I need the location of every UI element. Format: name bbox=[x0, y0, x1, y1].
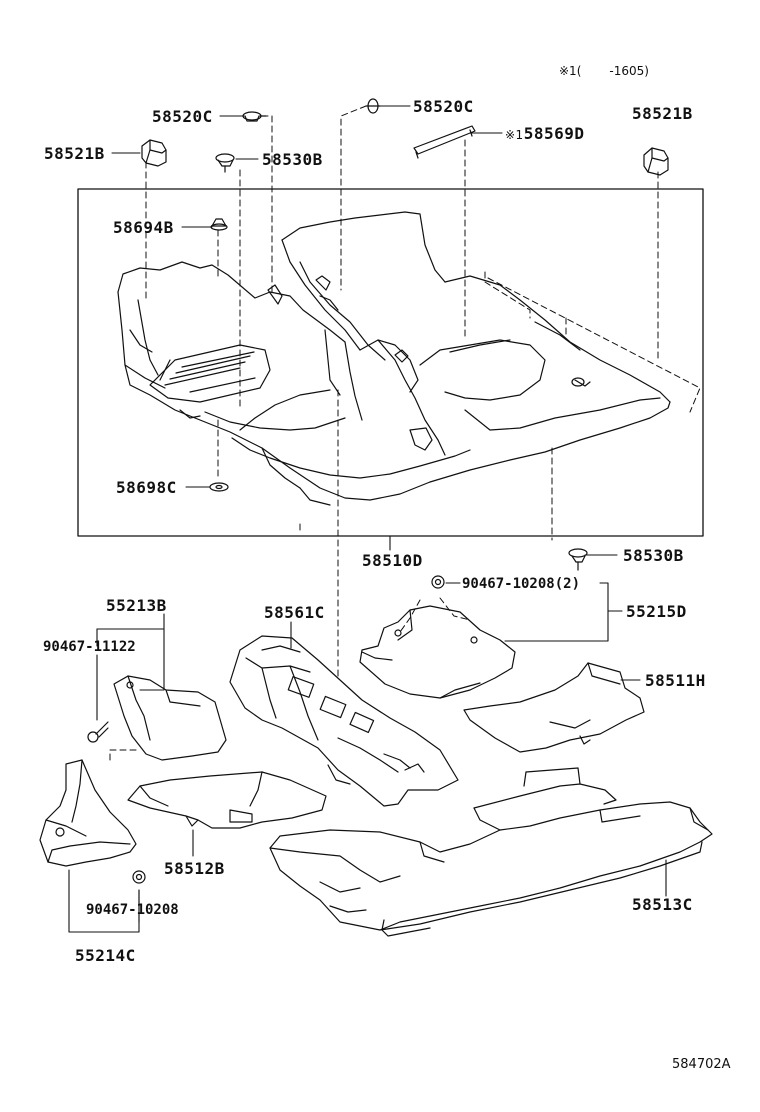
label-90467-10208[interactable]: 90467-10208 bbox=[86, 902, 179, 918]
clip-58530B-bottom bbox=[569, 549, 587, 570]
insulator-55215D bbox=[360, 606, 515, 698]
label-58569D-code: 58569D bbox=[523, 124, 585, 143]
clip-58698C bbox=[210, 483, 228, 491]
clip-58521B-left bbox=[142, 140, 166, 166]
console-carpet-58561C bbox=[230, 636, 458, 806]
clip-58521B-right bbox=[644, 148, 668, 175]
label-58520C-left[interactable]: 58520C bbox=[152, 107, 213, 126]
note-range: -1605) bbox=[609, 64, 649, 78]
clip-58530B-top bbox=[216, 154, 234, 172]
label-90467-10208-2[interactable]: 90467-10208(2) bbox=[462, 576, 581, 592]
label-58510D[interactable]: 58510D bbox=[362, 551, 423, 570]
floor-carpet-58510D bbox=[118, 212, 670, 505]
note-symbol: ※1 bbox=[559, 64, 577, 78]
mat-58511H bbox=[464, 663, 644, 752]
bracket-55214C bbox=[40, 760, 136, 866]
label-58530B-bottom[interactable]: 58530B bbox=[623, 546, 684, 565]
leader-58520C-right bbox=[341, 106, 366, 290]
label-58561C[interactable]: 58561C bbox=[264, 603, 325, 622]
leader-58520C-left bbox=[262, 116, 272, 292]
clip-58520C-right bbox=[366, 99, 380, 113]
pad-55213B bbox=[114, 676, 226, 760]
clip-58520C-left bbox=[243, 112, 266, 121]
leader-bracket-55214C bbox=[110, 750, 140, 760]
label-55214C[interactable]: 55214C bbox=[75, 946, 136, 965]
bolt-90467-11122 bbox=[88, 722, 108, 742]
label-58569D[interactable]: ※158569D bbox=[505, 125, 585, 144]
label-58512B[interactable]: 58512B bbox=[164, 859, 225, 878]
label-58521B-left[interactable]: 58521B bbox=[44, 144, 105, 163]
label-58530B-top[interactable]: 58530B bbox=[262, 150, 323, 169]
note-paren: ( bbox=[576, 64, 582, 78]
label-58520C-right[interactable]: 58520C bbox=[413, 97, 474, 116]
label-90467-11122[interactable]: 90467-11122 bbox=[43, 639, 136, 655]
label-58513C[interactable]: 58513C bbox=[632, 895, 693, 914]
mat-58512B bbox=[128, 772, 326, 828]
diagram-code: 584702A bbox=[672, 1057, 731, 1072]
applicability-note: ※1( -1605) bbox=[559, 64, 649, 78]
label-58511H[interactable]: 58511H bbox=[645, 671, 706, 690]
label-58569D-mark: ※1 bbox=[505, 128, 524, 142]
label-55215D[interactable]: 55215D bbox=[626, 602, 687, 621]
label-58521B-right[interactable]: 58521B bbox=[632, 104, 693, 123]
bolt-90467-10208 bbox=[133, 871, 145, 883]
label-58694B[interactable]: 58694B bbox=[113, 218, 174, 237]
retainer-58569D bbox=[414, 126, 475, 158]
label-55213B[interactable]: 55213B bbox=[106, 596, 167, 615]
bolt-90467-10208-2 bbox=[432, 576, 444, 588]
label-58698C[interactable]: 58698C bbox=[116, 478, 177, 497]
clip-58694B bbox=[211, 219, 227, 230]
mat-58513C bbox=[270, 768, 712, 936]
